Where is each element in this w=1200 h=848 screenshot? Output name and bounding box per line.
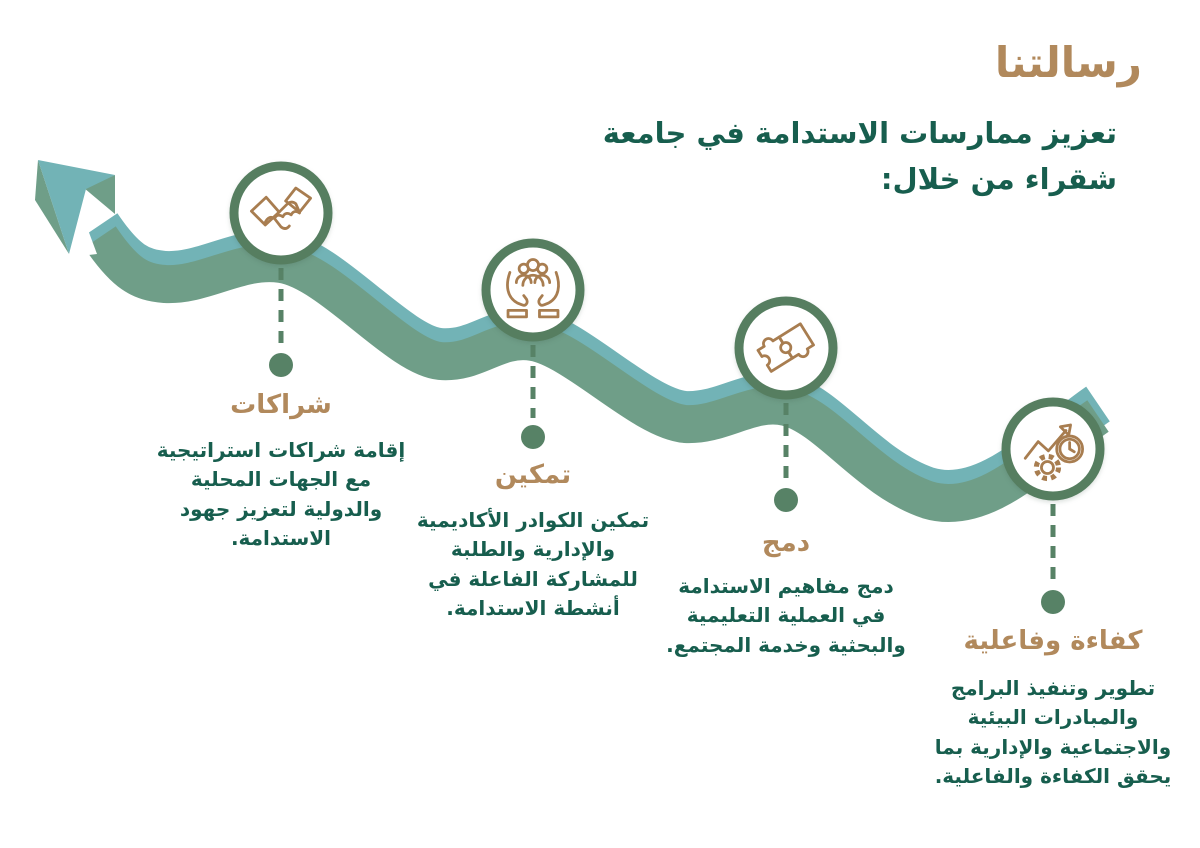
- connector-dot: [521, 425, 545, 449]
- node-circle-3: [734, 296, 838, 400]
- node-description-integration: دمج مفاهيم الاستدامة في العملية التعليمي…: [666, 574, 906, 657]
- node-connector-2: [521, 345, 545, 449]
- connector-dot: [1041, 590, 1065, 614]
- arrow-head-icon: [35, 160, 115, 257]
- node-description-efficiency: تطوير وتنفيذ البرامج والمبادرات البيئية …: [934, 676, 1172, 789]
- people-in-hands-icon: [496, 253, 570, 327]
- page-subtitle-line1: تعزيز ممارسات الاستدامة في جامعة: [602, 116, 1117, 150]
- node-title-integration: دمج: [761, 528, 811, 558]
- node-circle-1: [229, 161, 333, 265]
- node-connector-1: [269, 268, 293, 377]
- wave-ribbon: [84, 226, 1109, 522]
- node-circle-2: [481, 238, 585, 342]
- node-title-efficiency: كفاءة وفاعلية: [963, 626, 1143, 656]
- node-title-empowerment: تمكين: [494, 460, 572, 490]
- page-title: رسالتنا: [994, 38, 1142, 87]
- handshake-icon: [244, 176, 318, 250]
- connector-dot: [774, 488, 798, 512]
- node-circle-4: [1001, 397, 1105, 501]
- page-subtitle-line2: شقراء من خلال:: [880, 162, 1117, 197]
- node-connector-4: [1041, 504, 1065, 614]
- node-title-partnerships: شراكات: [230, 390, 332, 420]
- node-connector-3: [774, 403, 798, 512]
- page-subtitle: تعزيز ممارسات الاستدامة في جامعة شقراء م…: [603, 110, 1117, 203]
- node-description-partnerships: إقامة شراكات استراتيجية مع الجهات المحلي…: [156, 438, 406, 551]
- node-description-empowerment: تمكين الكوادر الأكاديمية والإدارية والطل…: [416, 508, 650, 621]
- growth-gear-clock-icon: [1016, 412, 1090, 486]
- puzzle-icon: [749, 311, 823, 385]
- connector-dot: [269, 353, 293, 377]
